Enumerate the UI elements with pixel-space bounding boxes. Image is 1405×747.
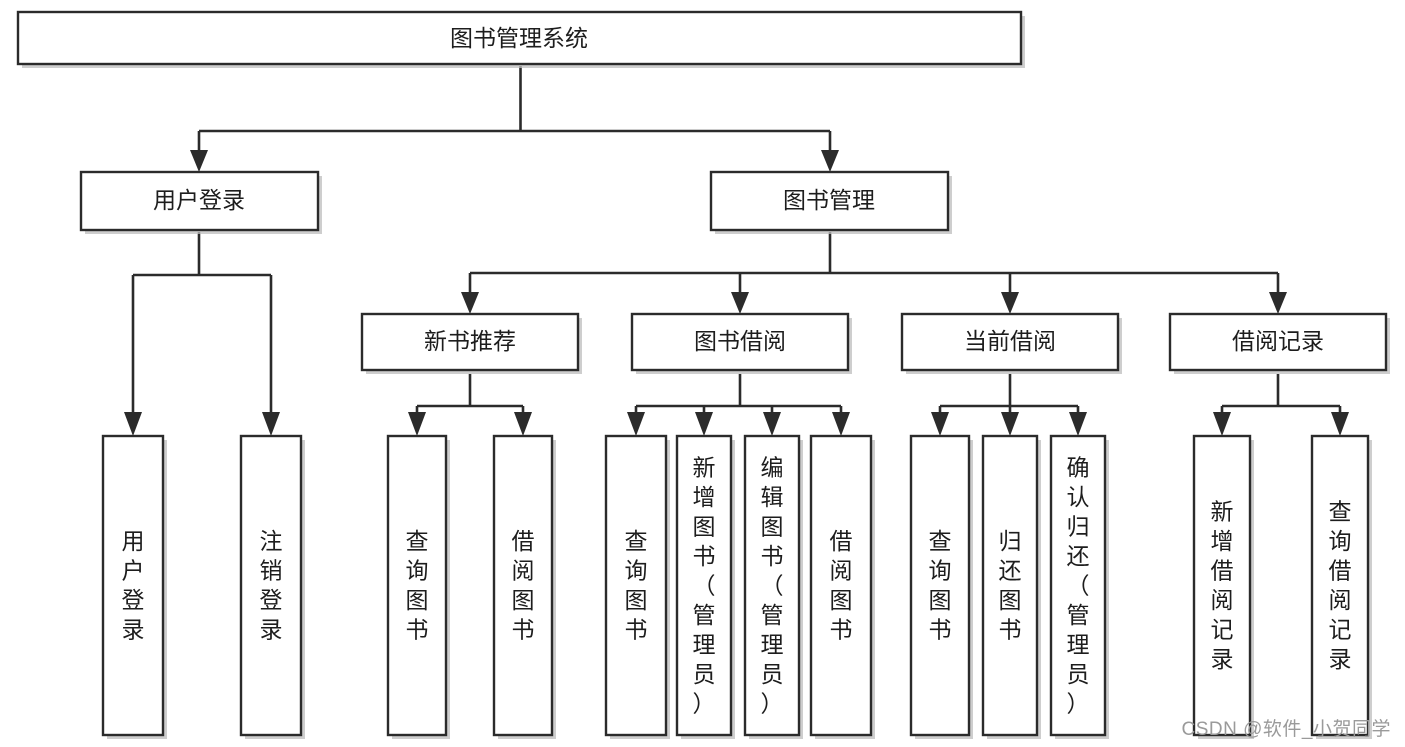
newbook-box xyxy=(360,312,580,372)
leaf-label: 查询图书 xyxy=(929,528,952,643)
arrow-head-records xyxy=(1269,292,1287,314)
root-box xyxy=(16,10,1023,66)
leaf-node-10[interactable]: 归还图书 xyxy=(981,434,1041,739)
leaf-label: 新增图书（管理员） xyxy=(693,454,716,716)
login-box xyxy=(79,170,320,232)
leaf-node-2[interactable]: 注销登录 xyxy=(239,434,305,739)
borrow-box xyxy=(630,312,850,372)
node-bookmgr[interactable]: 图书管理 xyxy=(709,170,952,234)
leaf-label: 注销登录 xyxy=(260,528,283,643)
leaf-label: 借阅图书 xyxy=(512,528,535,643)
root-label: 图书管理系统 xyxy=(450,25,588,51)
leaf-node-1[interactable]: 用户登录 xyxy=(101,434,167,739)
borrow-label: 图书借阅 xyxy=(694,328,786,354)
leaf-label: 归还图书 xyxy=(999,528,1022,643)
leaf-box xyxy=(386,434,448,737)
leaf-node-3[interactable]: 查询图书 xyxy=(386,434,450,739)
arrow-head-leaf-9 xyxy=(931,412,949,436)
leaf-label: 查询图书 xyxy=(625,528,648,643)
leaf-box xyxy=(1049,434,1107,737)
arrow-head-leaf-7 xyxy=(763,412,781,436)
bookmgr-label: 图书管理 xyxy=(783,187,875,213)
arrow-head-leaf-12 xyxy=(1213,412,1231,436)
bookmgr-box xyxy=(709,170,950,232)
arrow-head-leaf-6 xyxy=(695,412,713,436)
arrow-head-bookmgr xyxy=(821,150,839,172)
node-borrow[interactable]: 图书借阅 xyxy=(630,312,852,374)
connectors-group xyxy=(124,66,1349,436)
arrow-head-leaf-1 xyxy=(124,412,142,436)
arrow-head-leaf-8 xyxy=(832,412,850,436)
leaf-node-6[interactable]: 新增图书（管理员） xyxy=(675,434,735,739)
leaf-box xyxy=(101,434,165,737)
leaf-label: 借阅图书 xyxy=(830,528,853,643)
leaf-node-8[interactable]: 借阅图书 xyxy=(809,434,875,739)
leaf-box xyxy=(981,434,1039,737)
arrow-head-borrow xyxy=(731,292,749,314)
leaf-box xyxy=(909,434,971,737)
node-login[interactable]: 用户登录 xyxy=(79,170,322,234)
arrow-head-newbook xyxy=(461,292,479,314)
records-box xyxy=(1168,312,1388,372)
leaf-box xyxy=(239,434,303,737)
leaf-node-4[interactable]: 借阅图书 xyxy=(492,434,556,739)
leaf-box xyxy=(743,434,801,737)
leaf-box xyxy=(604,434,668,737)
leaf-node-13[interactable]: 查询借阅记录 xyxy=(1310,434,1372,739)
arrow-head-leaf-10 xyxy=(1001,412,1019,436)
node-newbook[interactable]: 新书推荐 xyxy=(360,312,582,374)
leaf-node-11[interactable]: 确认归还（管理员） xyxy=(1049,434,1109,739)
leaf-node-5[interactable]: 查询图书 xyxy=(604,434,670,739)
arrow-head-leaf-4 xyxy=(514,412,532,436)
leaf-label: 编辑图书（管理员） xyxy=(761,454,784,716)
arrow-head-leaf-3 xyxy=(408,412,426,436)
watermark-text: CSDN @软件_小贺同学 xyxy=(1181,719,1391,740)
leaf-label: 用户登录 xyxy=(122,528,145,643)
leaf-box xyxy=(1192,434,1252,737)
leaf-node-9[interactable]: 查询图书 xyxy=(909,434,973,739)
leaf-label: 确认归还（管理员） xyxy=(1067,454,1090,716)
current-box xyxy=(900,312,1120,372)
leaf-label: 查询图书 xyxy=(406,528,429,643)
leaf-box xyxy=(1310,434,1370,737)
node-root[interactable]: 图书管理系统 xyxy=(16,10,1025,68)
arrow-head-login xyxy=(190,150,208,172)
arrow-head-leaf-5 xyxy=(627,412,645,436)
node-current[interactable]: 当前借阅 xyxy=(900,312,1122,374)
leaf-label: 新增借阅记录 xyxy=(1211,499,1234,673)
login-label: 用户登录 xyxy=(153,187,245,213)
arrow-head-leaf-2 xyxy=(262,412,280,436)
leaf-node-12[interactable]: 新增借阅记录 xyxy=(1192,434,1254,739)
arrow-head-current xyxy=(1001,292,1019,314)
records-label: 借阅记录 xyxy=(1232,328,1324,354)
current-label: 当前借阅 xyxy=(964,328,1056,354)
leaf-box xyxy=(809,434,873,737)
leaf-label: 查询借阅记录 xyxy=(1329,499,1352,673)
newbook-label: 新书推荐 xyxy=(424,328,516,354)
leaf-node-7[interactable]: 编辑图书（管理员） xyxy=(743,434,803,739)
leaf-nodes-group: 用户登录 注销登录 查询图书 借阅图书 查询图书 新增图书（管理员） 编辑图书（管理员） 借阅… xyxy=(101,434,1372,739)
arrow-head-leaf-13 xyxy=(1331,412,1349,436)
node-records[interactable]: 借阅记录 xyxy=(1168,312,1390,374)
leaf-box xyxy=(492,434,554,737)
leaf-box xyxy=(675,434,733,737)
arrow-head-leaf-11 xyxy=(1069,412,1087,436)
